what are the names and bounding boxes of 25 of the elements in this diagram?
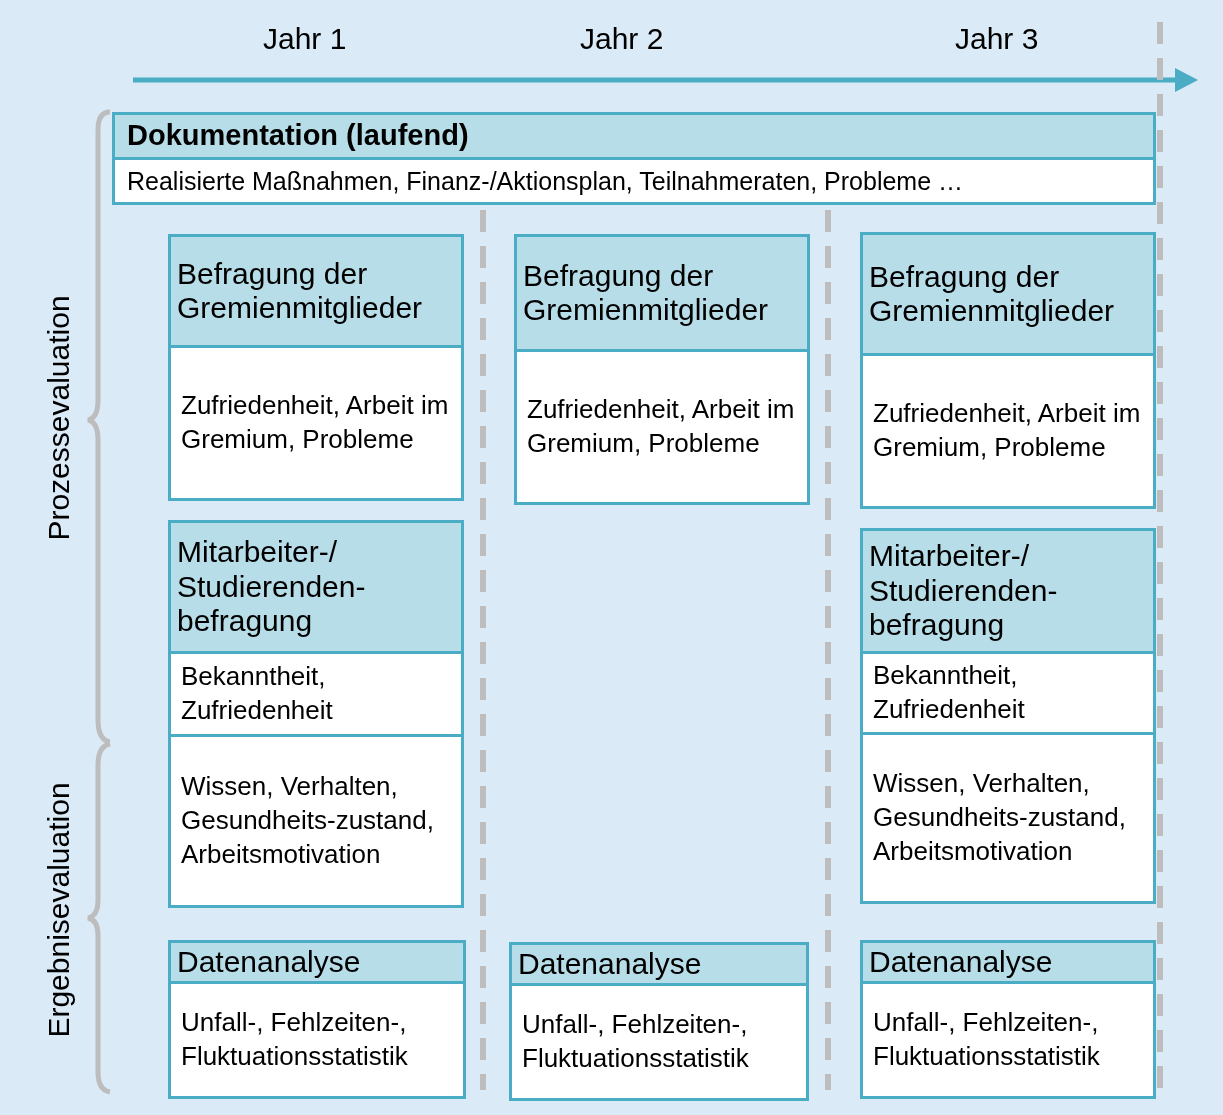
- year-label: Jahr 1: [263, 22, 347, 56]
- section-label: Prozessevaluation: [41, 295, 76, 541]
- card-text: Zufriedenheit, Arbeit im Gremium, Probleme: [860, 353, 1156, 509]
- card-text: Unfall-, Fehlzeiten-, Fluktuationsstatistik: [509, 983, 809, 1101]
- card-text: Realisierte Maßnahmen, Finanz-/Aktionsplan, Teilnahmeraten, Probleme …: [112, 157, 1156, 205]
- card-heading: Befragung der Gremienmitglieder: [168, 234, 464, 348]
- card-heading: Dokumentation (laufend): [112, 112, 1156, 160]
- card-text: Bekanntheit, Zufriedenheit: [168, 651, 464, 737]
- section-label: Ergebnisevaluation: [41, 782, 76, 1038]
- card-text: Zufriedenheit, Arbeit im Gremium, Probleme: [514, 349, 810, 505]
- card-heading: Datenanalyse: [860, 940, 1156, 984]
- card-text: Bekanntheit, Zufriedenheit: [860, 651, 1156, 735]
- card-heading: Datenanalyse: [168, 940, 466, 984]
- card-heading: Mitarbeiter-/ Studierenden-befragung: [860, 528, 1156, 654]
- card-heading: Datenanalyse: [509, 942, 809, 986]
- year-label: Jahr 2: [580, 22, 664, 56]
- card-heading: Befragung der Gremienmitglieder: [860, 232, 1156, 356]
- card-text: Unfall-, Fehlzeiten-, Fluktuationsstatistik: [860, 981, 1156, 1099]
- card-text: Unfall-, Fehlzeiten-, Fluktuationsstatistik: [168, 981, 466, 1099]
- year-label: Jahr 3: [955, 22, 1039, 56]
- card-heading: Befragung der Gremienmitglieder: [514, 234, 810, 352]
- card-text: Zufriedenheit, Arbeit im Gremium, Probleme: [168, 345, 464, 501]
- card-text: Wissen, Verhalten, Gesundheits-zustand, Arbeitsmotivation: [860, 732, 1156, 904]
- card-text: Wissen, Verhalten, Gesundheits-zustand, Arbeitsmotivation: [168, 734, 464, 908]
- card-heading: Mitarbeiter-/ Studierenden-befragung: [168, 520, 464, 654]
